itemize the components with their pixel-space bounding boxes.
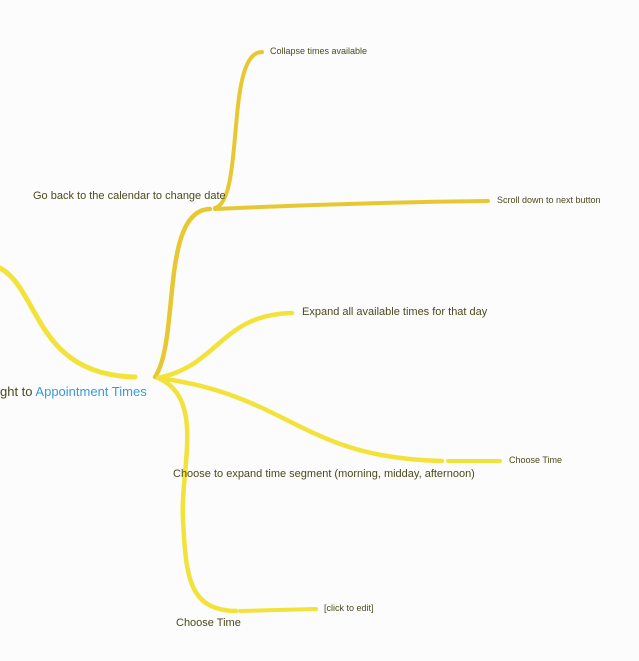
branch-expand-all bbox=[155, 310, 295, 381]
node-collapse-times[interactable]: Collapse times available bbox=[270, 46, 368, 56]
node-choose-time-bottom[interactable]: Choose Time bbox=[176, 617, 241, 629]
node-expand-all-times[interactable]: Expand all available times for that day bbox=[302, 306, 488, 318]
node-scroll-down[interactable]: Scroll down to next button bbox=[497, 195, 601, 205]
node-click-to-edit[interactable]: [click to edit] bbox=[324, 603, 374, 613]
root-node[interactable]: ght to Appointment Times bbox=[0, 385, 147, 398]
branch-click-to-edit bbox=[238, 607, 318, 613]
node-go-back-calendar[interactable]: Go back to the calendar to change date bbox=[33, 190, 226, 202]
branch-scroll bbox=[213, 199, 490, 211]
root-node-title: Appointment Times bbox=[35, 384, 147, 399]
branch-choose-time-right bbox=[155, 375, 445, 464]
branch-go-back bbox=[152, 206, 213, 380]
node-choose-time-right[interactable]: Choose Time bbox=[509, 455, 563, 465]
root-node-prefix: ght to bbox=[0, 384, 36, 399]
branch-incoming bbox=[0, 265, 138, 380]
branch-choose-time-bottom bbox=[157, 376, 239, 614]
branch-collapse bbox=[213, 50, 264, 210]
node-choose-expand-segment[interactable]: Choose to expand time segment (morning, … bbox=[173, 468, 475, 480]
